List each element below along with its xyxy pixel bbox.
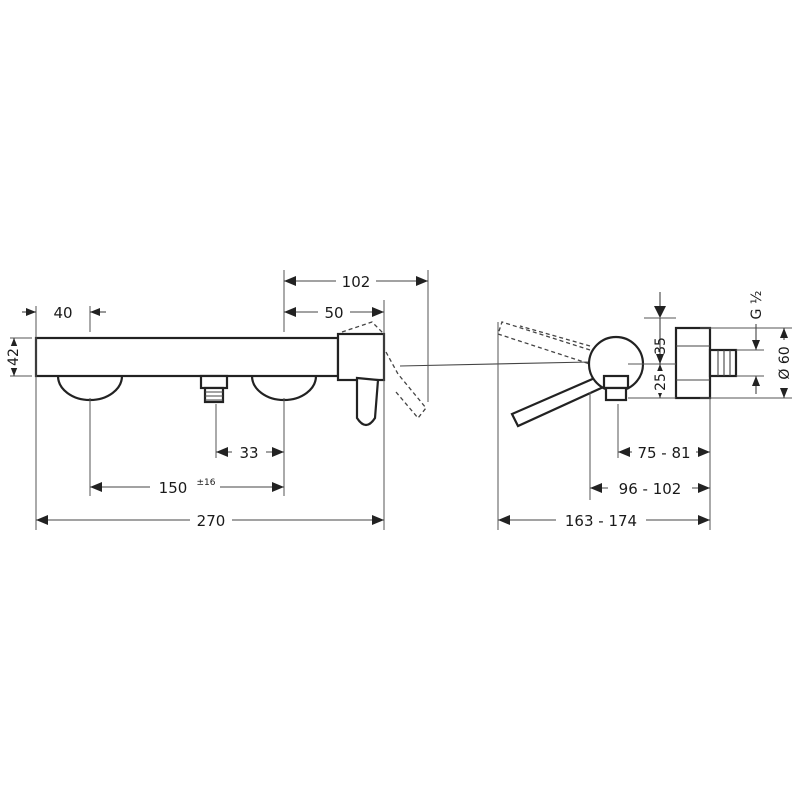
dim-width-total: 270 — [197, 512, 226, 530]
mixer-body — [34, 336, 340, 378]
dim-lever-depth: 102 — [342, 273, 371, 291]
dim-centers-tolerance: ±16 — [197, 478, 216, 488]
dim-top-offset: 35 — [653, 337, 669, 355]
wall-flange — [674, 326, 712, 400]
dim-knob-offset: 40 — [53, 304, 72, 322]
connection-thread — [708, 348, 738, 378]
outlet-connector — [199, 374, 229, 390]
dim-outlet-offset: 33 — [239, 444, 258, 462]
front-view: 270 150 ±16 33 40 42 102 — [5, 270, 591, 530]
dim-diameter: Ø 60 — [777, 346, 793, 379]
dim-depth-small: 75 - 81 — [637, 444, 690, 462]
lever-handle — [355, 376, 380, 427]
reference-line — [399, 361, 591, 367]
right-knob — [250, 375, 318, 402]
dim-outlet-height: 25 — [653, 373, 669, 391]
dim-lever-width: 50 — [324, 304, 343, 322]
lever-swing-dashed — [341, 321, 385, 335]
side-lever-swing-dashed — [497, 321, 591, 365]
dim-depth-mid: 96 - 102 — [619, 480, 682, 498]
dim-height: 42 — [6, 348, 22, 366]
left-knob — [56, 375, 124, 402]
dim-thread: G ½ — [749, 291, 765, 320]
dim-depth-range: 163 - 174 — [565, 512, 637, 530]
side-outlet — [602, 374, 630, 390]
side-view: 163 - 174 96 - 102 75 - 81 35 25 Ø 60 — [497, 286, 793, 530]
lever-housing — [336, 332, 386, 382]
dim-centers: 150 — [159, 479, 188, 497]
